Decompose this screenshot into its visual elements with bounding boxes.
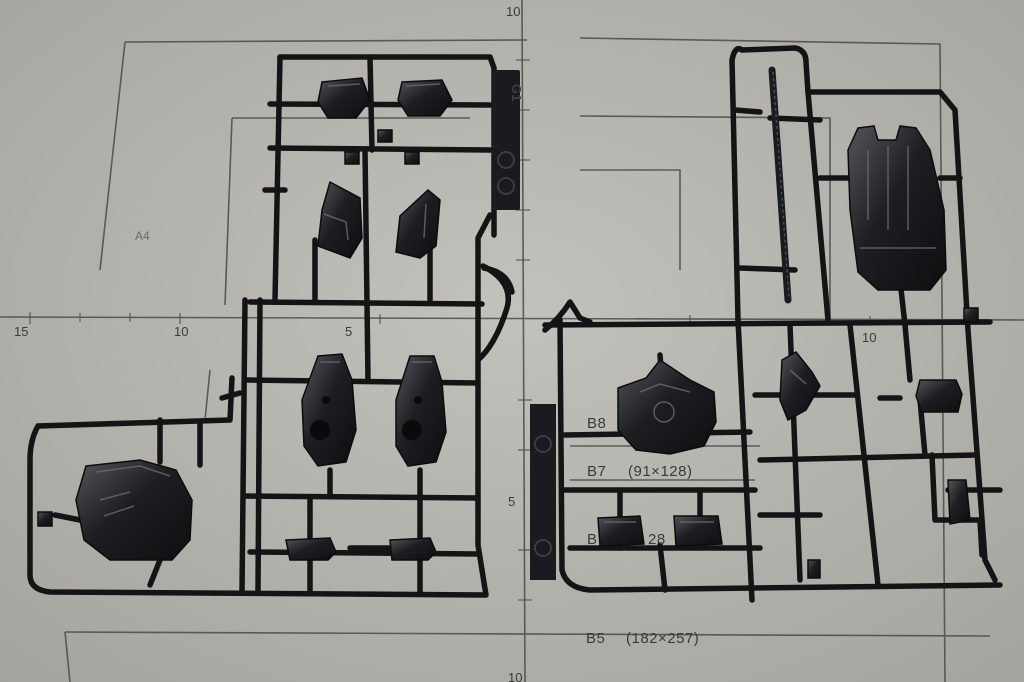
sheet-label-b6-partial: B — [587, 531, 598, 548]
part-nub-3 — [404, 151, 420, 165]
part-joint-right — [389, 537, 437, 561]
left-runner-highlights — [95, 83, 441, 517]
boot-holes — [310, 396, 422, 440]
part-nub-right-2 — [807, 559, 821, 579]
ruler-number-top: 10 — [506, 4, 520, 19]
part-shell — [75, 459, 193, 561]
part-backpack — [847, 125, 947, 291]
part-joint-left — [285, 537, 337, 561]
right-runner-highlights — [604, 146, 936, 523]
part-claw — [779, 351, 821, 422]
ruler-number-vertical-5: 5 — [508, 494, 515, 509]
part-block-1 — [317, 77, 371, 119]
part-nub-right-1 — [963, 307, 979, 323]
sheet-label-b6-size-partial: 28 — [648, 531, 666, 548]
ruler-number-5: 5 — [345, 324, 352, 339]
faint-mat-mark: A4 — [135, 229, 150, 243]
runner-tag-letter: G1 — [509, 84, 524, 101]
long-rod — [768, 66, 792, 304]
part-square-left — [37, 511, 53, 527]
part-block-2 — [397, 79, 453, 117]
right-runner-parts — [597, 125, 979, 579]
part-nub-1 — [377, 129, 393, 143]
runner-tag: G1 — [492, 70, 524, 210]
sheet-label-b5-size: (182×257) — [626, 630, 699, 647]
sheet-label-b7-size: (91×128) — [628, 463, 692, 480]
sheet-label-b8: B8 — [587, 415, 606, 432]
ruler-number-10: 10 — [174, 324, 188, 339]
part-clip — [947, 479, 971, 525]
ruler-number-right-10: 10 — [862, 330, 876, 345]
part-box-left — [597, 515, 645, 547]
part-bracket — [915, 379, 963, 413]
sheet-label-b7: B7 — [587, 463, 606, 480]
part-nub-2 — [344, 151, 360, 165]
part-box-right — [673, 515, 723, 547]
ruler-number-15: 15 — [14, 324, 28, 339]
part-hub — [617, 358, 717, 455]
left-runner-frame — [27, 54, 515, 598]
ruler-number-bottom: 10 — [508, 670, 522, 682]
part-plate-right — [395, 189, 441, 259]
sheet-label-b5: B5 — [586, 630, 605, 647]
right-runner-tag — [530, 404, 556, 580]
